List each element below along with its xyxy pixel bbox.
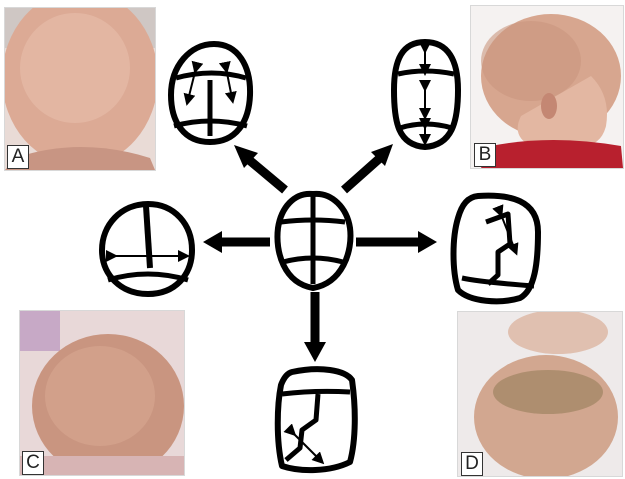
skull-left	[102, 204, 192, 294]
arrow-to-bottom	[304, 292, 326, 362]
skull-normal	[277, 194, 350, 288]
skull-right	[454, 196, 539, 302]
arrow-to-top-left	[234, 145, 285, 190]
skull-bottom-arrows	[292, 432, 320, 460]
arrow-to-top-right	[344, 144, 393, 190]
arrow-to-left	[203, 231, 270, 253]
arrow-to-right	[356, 231, 437, 253]
skull-top-left	[171, 44, 250, 142]
